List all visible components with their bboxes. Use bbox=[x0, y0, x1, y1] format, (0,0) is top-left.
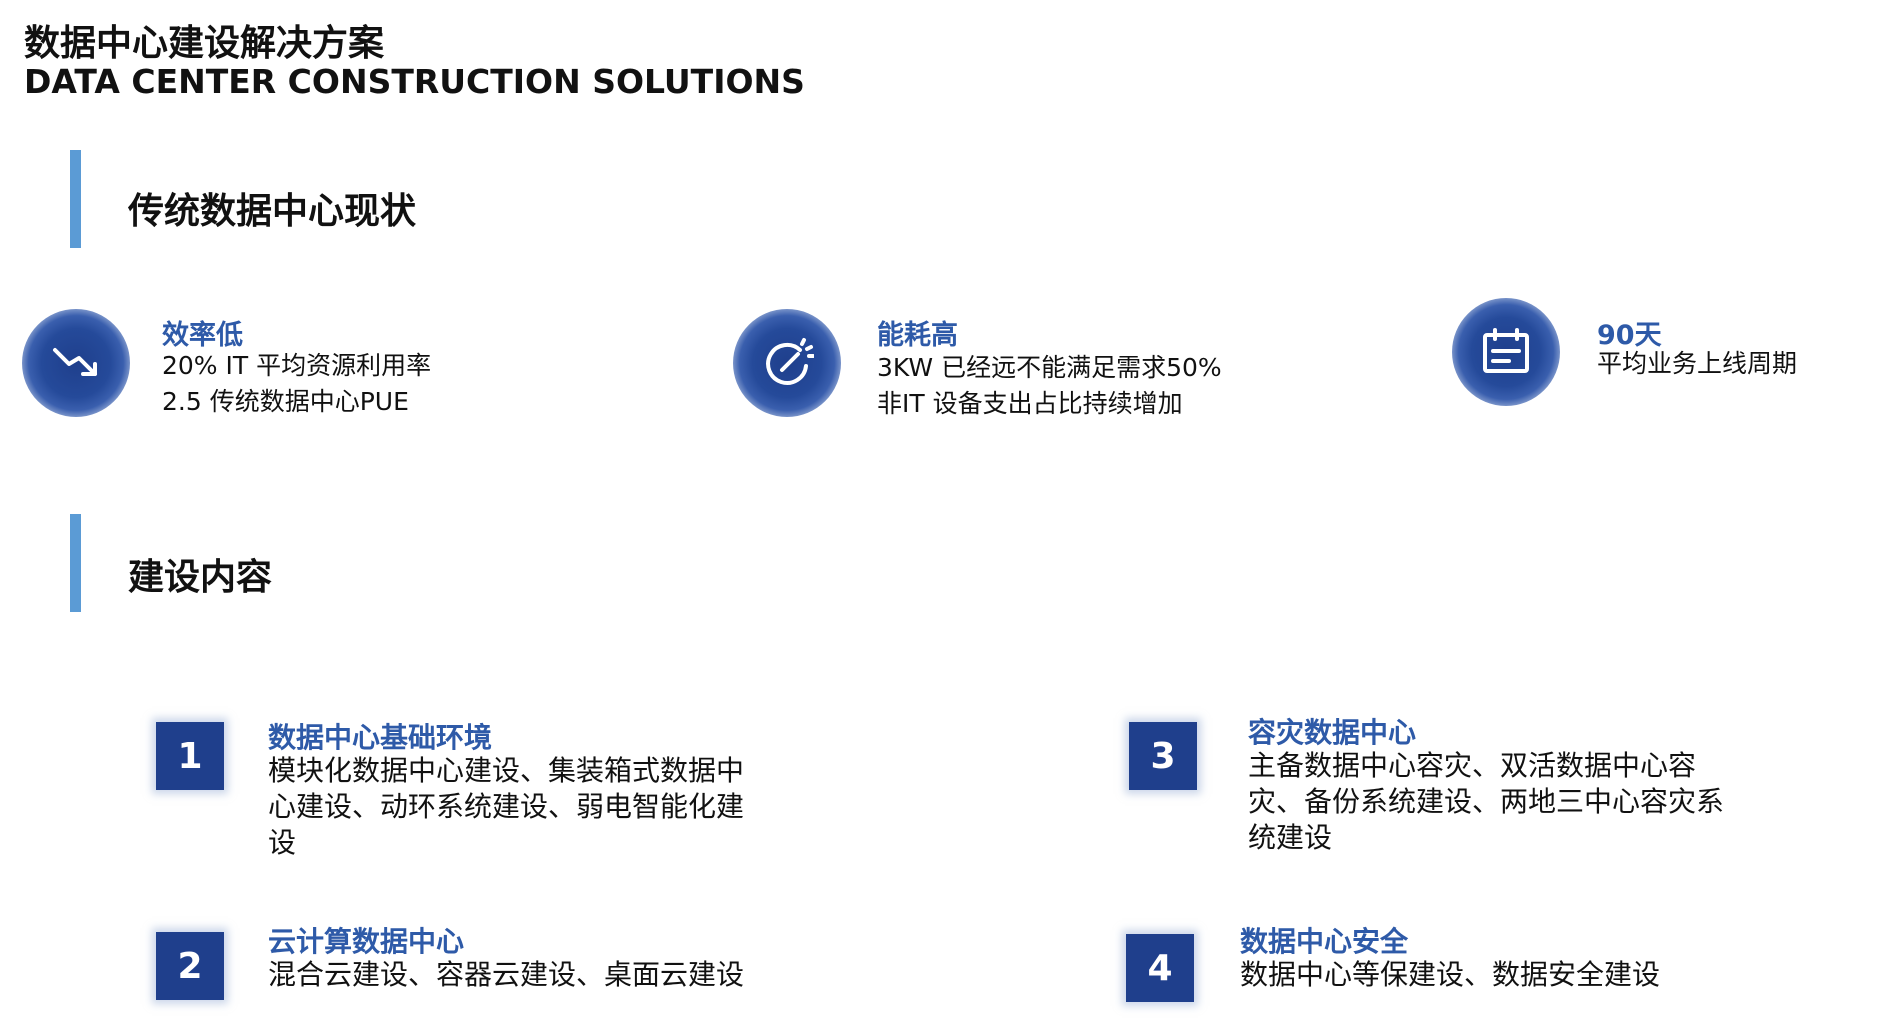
item-title: 云计算数据中心 bbox=[268, 925, 465, 958]
item-number-badge: 2 bbox=[156, 932, 224, 1000]
stat-title-energy: 能耗高 bbox=[877, 320, 958, 351]
stat-line-energy-2: 非IT 设备支出占比持续增加 bbox=[877, 389, 1183, 418]
item-number-badge: 3 bbox=[1129, 722, 1197, 790]
stat-icon-circle-cycle bbox=[1452, 298, 1560, 406]
item-title: 数据中心安全 bbox=[1240, 925, 1409, 958]
page-title: 数据中心建设解决方案 bbox=[24, 23, 385, 64]
trend-down-icon bbox=[53, 348, 97, 376]
stat-icon-circle-efficiency bbox=[22, 309, 130, 417]
item-title: 容灾数据中心 bbox=[1248, 716, 1417, 749]
item-description: 主备数据中心容灾、双活数据中心容灾、备份系统建设、两地三中心容灾系统建设 bbox=[1248, 749, 1725, 854]
section-title-status: 传统数据中心现状 bbox=[128, 191, 417, 232]
calendar-icon bbox=[1483, 328, 1529, 373]
stat-title-efficiency: 效率低 bbox=[162, 320, 243, 351]
section-title-content: 建设内容 bbox=[128, 557, 273, 598]
gauge-icon bbox=[766, 338, 814, 385]
item-description: 模块化数据中心建设、集装箱式数据中心建设、动环系统建设、弱电智能化建设 bbox=[268, 754, 745, 859]
stat-line-efficiency-2: 2.5 传统数据中心PUE bbox=[162, 387, 409, 416]
stat-line-efficiency-1: 20% IT 平均资源利用率 bbox=[162, 351, 432, 380]
stat-icon-circle-energy bbox=[733, 309, 841, 417]
item-description: 数据中心等保建设、数据安全建设 bbox=[1240, 958, 1661, 991]
section-accent-bar bbox=[70, 514, 81, 612]
stat-line-cycle-1: 平均业务上线周期 bbox=[1597, 349, 1798, 378]
stat-line-energy-1: 3KW 已经远不能满足需求50% bbox=[877, 353, 1222, 382]
item-title: 数据中心基础环境 bbox=[268, 721, 493, 754]
page-subtitle: DATA CENTER CONSTRUCTION SOLUTIONS bbox=[24, 62, 805, 101]
stat-title-cycle: 90天 bbox=[1597, 320, 1662, 351]
item-description: 混合云建设、容器云建设、桌面云建设 bbox=[268, 958, 745, 991]
item-number-badge: 4 bbox=[1126, 934, 1194, 1002]
section-accent-bar bbox=[70, 150, 81, 248]
item-number-badge: 1 bbox=[156, 722, 224, 790]
